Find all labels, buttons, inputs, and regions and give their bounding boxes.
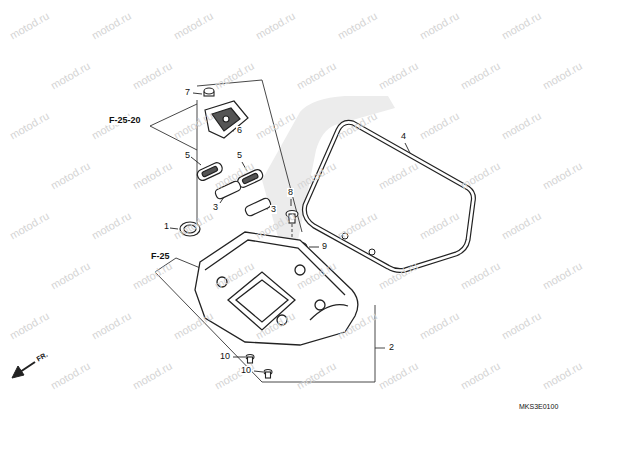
- watermark: motod.ru: [49, 360, 92, 391]
- callout-number: 9: [321, 242, 328, 251]
- watermark: motod.ru: [8, 10, 51, 41]
- callout-number: 6: [236, 126, 243, 135]
- gasket-4: [304, 122, 473, 270]
- watermark: motod.ru: [541, 360, 584, 391]
- front-arrow: [12, 362, 35, 378]
- watermark: motod.ru: [90, 110, 133, 141]
- watermark: motod.ru: [336, 210, 379, 241]
- gasket-4: [304, 122, 473, 270]
- watermark: motod.ru: [8, 310, 51, 341]
- watermark: motod.ru: [49, 60, 92, 91]
- watermark: motod.ru: [418, 210, 461, 241]
- watermark: motod.ru: [377, 60, 420, 91]
- watermark: motod.ru: [49, 160, 92, 191]
- callout-number: 5: [184, 151, 191, 160]
- leader-lines: [291, 199, 292, 206]
- watermark: motod.ru: [172, 310, 215, 341]
- watermark: motod.ru: [418, 10, 461, 41]
- watermark: motod.ru: [131, 160, 174, 191]
- watermark: motod.ru: [131, 260, 174, 291]
- cover-2: [195, 232, 358, 345]
- callout-number: 10: [219, 352, 231, 361]
- callout-number: 8: [287, 188, 294, 197]
- watermark: motod.ru: [90, 310, 133, 341]
- watermark: motod.ru: [295, 60, 338, 91]
- watermark: motod.ru: [90, 10, 133, 41]
- watermark: motod.ru: [8, 110, 51, 141]
- watermark: motod.ru: [500, 210, 543, 241]
- watermark: motod.ru: [172, 210, 215, 241]
- gasket-4: [369, 249, 375, 255]
- callout-number: 1: [163, 222, 170, 231]
- watermark: motod.ru: [336, 10, 379, 41]
- leader-lines: [193, 93, 202, 94]
- front-arrow: [12, 366, 24, 378]
- figure-code: MKS3E0100: [518, 403, 559, 410]
- cover-2: [310, 305, 348, 320]
- watermark: motod.ru: [418, 310, 461, 341]
- callout-number: 5: [236, 151, 243, 160]
- watermark: motod.ru: [8, 210, 51, 241]
- watermark: motod.ru: [500, 310, 543, 341]
- page-reference: F-25: [150, 252, 171, 261]
- watermark: motod.ru: [459, 60, 502, 91]
- watermark: motod.ru: [90, 210, 133, 241]
- watermark: motod.ru: [541, 260, 584, 291]
- watermark: motod.ru: [131, 60, 174, 91]
- callout-number: 7: [184, 88, 191, 97]
- watermark: motod.ru: [500, 10, 543, 41]
- leader-lines: [254, 371, 263, 372]
- callout-number: 10: [240, 366, 252, 375]
- watermark: motod.ru: [213, 360, 256, 391]
- assembly-lines: [197, 80, 302, 232]
- callout-number: 3: [270, 205, 277, 214]
- cover-2: [205, 240, 345, 295]
- cover-2: [315, 300, 325, 310]
- bolt-7: [204, 88, 214, 94]
- bolts-10: [266, 372, 271, 378]
- watermark: motod.ru: [418, 110, 461, 141]
- assembly-lines: [150, 80, 385, 382]
- leader-lines: [191, 157, 201, 165]
- leader-lines: [233, 357, 245, 358]
- watermark: motod.ru: [500, 110, 543, 141]
- leader-lines: [309, 247, 319, 248]
- cover-2: [195, 232, 358, 345]
- seal-pieces: [244, 197, 272, 217]
- watermark: motod.ru: [377, 160, 420, 191]
- watermark: motod.ru: [377, 360, 420, 391]
- callout-number: 4: [400, 132, 407, 141]
- watermark: motod.ru: [459, 360, 502, 391]
- front-arrow: [20, 362, 35, 372]
- assembly-lines: [375, 348, 385, 349]
- watermark: motod.ru: [213, 60, 256, 91]
- gasket-4: [304, 122, 473, 270]
- direction-label: FR.: [35, 350, 50, 363]
- watermark: motod.ru: [254, 10, 297, 41]
- seal-pieces: [196, 161, 272, 217]
- watermark: motod.ru: [459, 160, 502, 191]
- plate-6: [223, 116, 229, 122]
- watermark: motod.ru: [459, 260, 502, 291]
- callout-number: 3: [212, 203, 219, 212]
- watermark: motod.ru: [295, 360, 338, 391]
- watermark: motod.ru: [541, 160, 584, 191]
- seal-pieces: [201, 166, 218, 177]
- callout-number: 2: [388, 343, 395, 352]
- watermark: motod.ru: [49, 260, 92, 291]
- watermark: motod.ru: [131, 360, 174, 391]
- bolt-7: [204, 88, 214, 96]
- watermark: motod.ru: [541, 60, 584, 91]
- watermark: motod.ru: [172, 10, 215, 41]
- cover-2: [295, 265, 305, 275]
- page-reference: F-25-20: [108, 116, 142, 125]
